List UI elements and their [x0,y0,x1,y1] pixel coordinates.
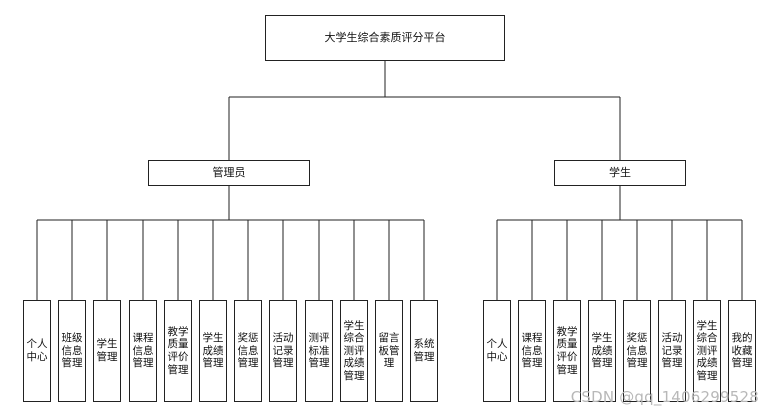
leaf-node: 学生 管理 [93,300,121,402]
leaf-node: 我的 收藏 管理 [728,300,756,402]
leaf-node: 学生 综合 测评 成绩 管理 [693,300,721,402]
leaf-node: 奖惩 信息 管理 [623,300,651,402]
leaf-node: 留言 板管 理 [375,300,403,402]
leaf-node: 教学 质量 评价 管理 [553,300,581,402]
leaf-node: 课程 信息 管理 [518,300,546,402]
leaf-node: 测评 标准 管理 [305,300,333,402]
leaf-node: 学生 成绩 管理 [199,300,227,402]
leaf-node: 系统 管理 [410,300,438,402]
leaf-node: 学生 成绩 管理 [588,300,616,402]
leaf-node: 活动 记录 管理 [658,300,686,402]
group-node-student: 学生 [554,160,686,186]
group-node-admin: 管理员 [148,160,310,186]
leaf-node: 个人 中心 [483,300,511,402]
leaf-node: 学生 综合 测评 成绩 管理 [340,300,368,402]
leaf-node: 教学 质量 评价 管理 [164,300,192,402]
leaf-node: 班级 信息 管理 [58,300,86,402]
leaf-node: 课程 信息 管理 [129,300,157,402]
leaf-node: 奖惩 信息 管理 [234,300,262,402]
leaf-node: 活动 记录 管理 [269,300,297,402]
root-node: 大学生综合素质评分平台 [265,15,505,61]
watermark: CSDN @qq_1406299528 [570,388,759,406]
leaf-node: 个人 中心 [23,300,51,402]
